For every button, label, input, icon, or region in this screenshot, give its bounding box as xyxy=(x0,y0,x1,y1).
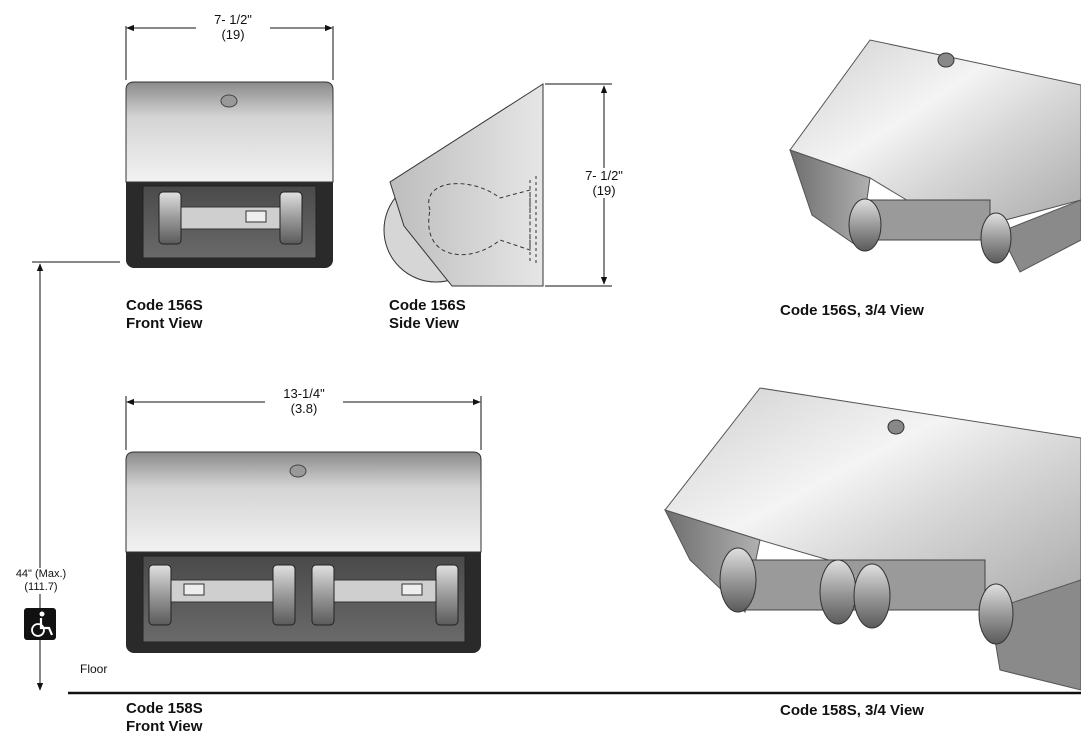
iso-hub xyxy=(719,547,757,613)
height-156-label: 7- 1/2" (19) xyxy=(572,168,636,198)
spindle-latch xyxy=(183,583,205,596)
mount-height-label: 44" (Max.) (111.7) xyxy=(6,568,76,594)
front-view-158s xyxy=(125,396,482,653)
caption-line2: Side View xyxy=(389,315,459,332)
width-158-label: 13-1/4" (3.8) xyxy=(265,386,343,416)
caption-iso-156s: Code 156S, 3/4 View xyxy=(780,302,924,319)
caption-line2: Front View xyxy=(126,315,203,332)
roll-hub-right xyxy=(279,191,303,245)
caption-line2: Front View xyxy=(126,718,203,735)
iso-hub xyxy=(853,563,891,629)
side-profile xyxy=(389,83,544,287)
mount-height-imperial: 44" (Max.) xyxy=(15,568,67,580)
spindle-bar xyxy=(175,206,285,230)
front-view-156s xyxy=(125,24,334,268)
wheelchair-icon-head xyxy=(39,611,45,617)
width-158-metric: (3.8) xyxy=(290,401,318,416)
caption-side-156s: Code 156S Side View xyxy=(389,297,466,333)
height-156-imperial: 7- 1/2" xyxy=(585,168,623,183)
caption-iso-158s: Code 158S, 3/4 View xyxy=(780,702,924,719)
roll-hub xyxy=(148,564,172,626)
lock-icon xyxy=(220,94,238,108)
iso-view-156s xyxy=(789,39,1081,273)
spindle-bar-right xyxy=(329,579,441,603)
spindle-latch xyxy=(401,583,423,596)
roll-hub xyxy=(435,564,459,626)
iso-view-158s xyxy=(664,387,1081,691)
width-156-label: 7- 1/2" (19) xyxy=(196,12,270,42)
iso-hub xyxy=(819,559,857,625)
roll-hub xyxy=(311,564,335,626)
iso-hub xyxy=(978,583,1014,645)
floor-label: Floor xyxy=(80,662,108,676)
dispenser-hood xyxy=(125,451,482,553)
iso-hub-left xyxy=(848,198,882,252)
lock-icon xyxy=(937,52,955,68)
lock-icon xyxy=(887,419,905,435)
iso-hub-right xyxy=(980,212,1012,264)
caption-front-158s: Code 158S Front View xyxy=(126,700,203,736)
caption-front-156s: Code 156S Front View xyxy=(126,297,203,333)
dispenser-hood xyxy=(125,81,334,183)
lock-icon xyxy=(289,464,307,478)
roll-path-hidden xyxy=(428,183,531,256)
width-158-imperial: 13-1/4" xyxy=(283,386,325,401)
roll-hub xyxy=(272,564,296,626)
wheelchair-icon-body xyxy=(39,618,54,636)
roll-hub-left xyxy=(158,191,182,245)
height-156-metric: (19) xyxy=(592,183,616,198)
iso-hood-right xyxy=(999,199,1081,273)
width-156-imperial: 7- 1/2" xyxy=(214,12,252,27)
caption-line1: Code 156S xyxy=(126,297,203,314)
caption-line1: Code 156S xyxy=(389,297,466,314)
side-view-156s xyxy=(383,83,612,287)
width-156-metric: (19) xyxy=(221,27,245,42)
spindle-latch xyxy=(245,210,267,223)
mounting-height-dimension xyxy=(24,261,120,691)
caption-line1: Code 158S xyxy=(126,700,203,717)
wheelchair-icon-wheel xyxy=(31,623,45,637)
mount-height-metric: (111.7) xyxy=(24,581,58,593)
iso-spindle xyxy=(869,199,991,241)
